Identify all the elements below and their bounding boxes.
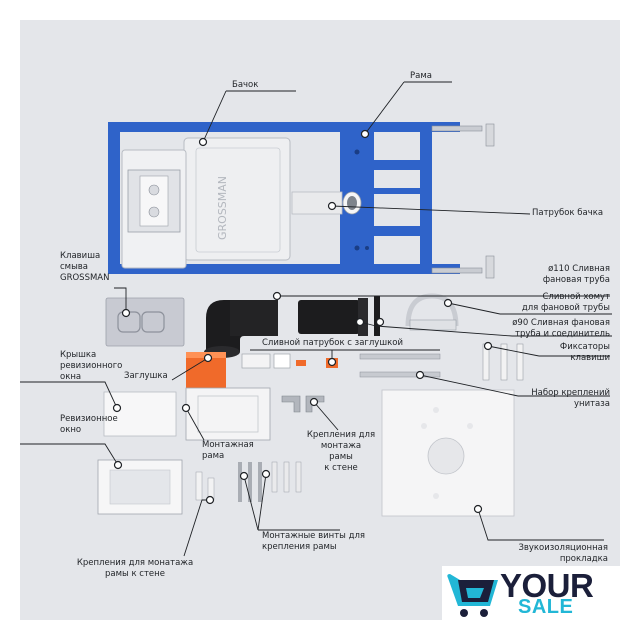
label-key-fixers: Фиксаторы клавиши [559,342,610,363]
label-tank-pipe: Патрубок бачка [532,208,604,218]
tank-brand-text: GROSSMAN [216,176,229,240]
label-inspection-window: Ревизионное окно [60,414,118,435]
shopping-cart-icon [447,574,498,617]
label-drain-pipe-90: ø90 Сливная фановая труба и соединитель [512,318,610,339]
sound-insulation-pad [381,389,515,517]
drain-pipe-straight [298,296,380,336]
label-drain-plug: Сливной патрубок с заглушкой [262,338,403,348]
label-flush-key: Клавиша смыва GROSSMAN [60,251,110,283]
inspection-window-frame [97,459,183,515]
label-mount-screws: Монтажные винты для крепления рамы [262,531,365,552]
tank-pipe [291,191,362,215]
flush-key-plate [105,297,185,347]
label-mounting-frame: Монтажная рама [202,440,254,461]
label-sound-pad: Звукоизоляционная прокладка [518,543,608,564]
label-wall-mounts-right: Крепления для монтажа рамы к стене [306,430,376,473]
label-plug: Заглушка [124,371,168,381]
label-inspection-cover: Крышка ревизионного окна [60,350,123,382]
label-wall-mounts-bottom: Крепления для монатажа рамы к стене [76,558,194,579]
yoursale-logo: YOUR SALE [442,566,620,620]
label-frame: Рама [410,71,432,81]
logo-word-your: YOUR [500,567,594,604]
drain-pipe-elbow [204,300,278,358]
mounting-screws [238,461,302,502]
leader-dots [112,129,493,514]
label-clamp: Сливной хомут для фановой трубы [521,292,610,313]
inner-mounting-frame [185,387,271,441]
wall-anchors [195,471,215,501]
label-drain-pipe-110: ø110 Сливная фановая труба [542,264,610,285]
inspection-cover [103,391,177,437]
bowl-mount-studs [359,353,441,378]
cistern-tank: GROSSMAN [121,137,291,269]
drain-outlet-with-plug [241,353,338,369]
wall-brackets [281,395,325,413]
logo-word-sale: SALE [518,596,574,618]
label-tank: Бачок [232,80,259,90]
installation-frame [108,122,495,279]
label-bowl-mount-kit: Набор креплений унитаза [531,388,610,409]
